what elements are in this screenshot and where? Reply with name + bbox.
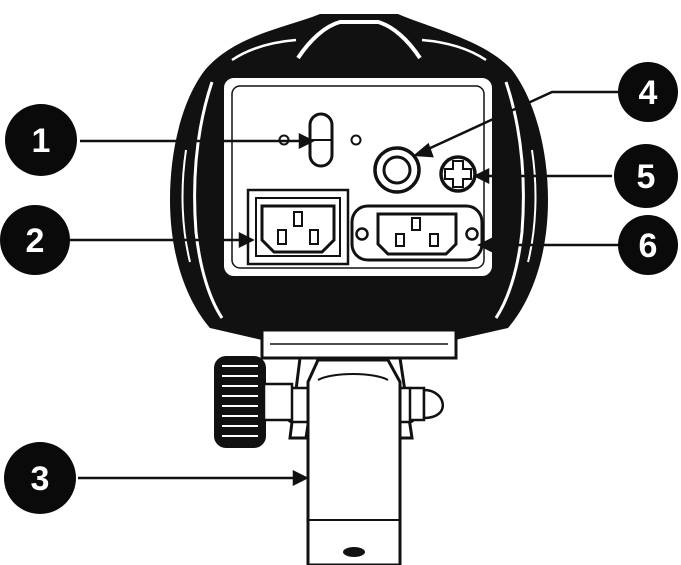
callout-2-number: 2 [26, 222, 45, 260]
callout-5: 5 [614, 144, 678, 208]
callout-1: 1 [5, 104, 77, 176]
housing-top-left-fin [231, 38, 297, 62]
housing-right-ridge [494, 81, 525, 319]
switch-right-dot [350, 134, 362, 146]
leader-3-arrow [292, 469, 309, 487]
ac-inlet-left[interactable] [246, 188, 350, 266]
callout-badges: 1 2 3 4 5 6 [0, 62, 678, 514]
inlet-left-pin-left [277, 229, 287, 245]
ac-inlet-right[interactable] [350, 204, 484, 262]
round-button[interactable] [373, 146, 421, 194]
side-cap [408, 386, 445, 422]
inlet-right-screw-left [355, 227, 369, 241]
housing-top-ridge [296, 20, 422, 60]
leader-2-arrow [238, 231, 255, 249]
mount-tube-hole [343, 547, 365, 557]
inlet-right-pin-left [395, 233, 405, 247]
callout-3-number: 3 [31, 460, 50, 498]
callout-6-number: 6 [639, 227, 658, 265]
leader-4 [425, 90, 620, 152]
leader-4-arrow [412, 142, 434, 158]
stand-mount [214, 328, 458, 565]
callout-4: 4 [618, 62, 678, 122]
inlet-right-screw-right [465, 227, 479, 241]
housing-left-groove [181, 149, 191, 263]
callout-6: 6 [618, 215, 678, 275]
inlet-right-pin-top [411, 217, 421, 231]
callout-5-number: 5 [637, 158, 656, 196]
housing-right-groove [527, 149, 537, 263]
callout-4-number: 4 [639, 74, 658, 112]
cross-knob-plus [444, 160, 472, 188]
callout-1-number: 1 [32, 122, 51, 160]
inlet-left-pin-right [309, 229, 319, 245]
inlet-right-pin-right [429, 233, 439, 247]
leader-1-arrow [298, 132, 315, 150]
callout-2: 2 [0, 205, 70, 275]
inlet-left-pin-top [293, 211, 303, 227]
tilt-lock-knob[interactable] [214, 356, 294, 448]
leader-lines [70, 90, 622, 487]
round-button-inner [382, 155, 412, 185]
callout-3: 3 [4, 442, 76, 514]
leader-5-arrow [473, 167, 490, 185]
knob-body [214, 356, 266, 448]
housing-left-ridge [193, 81, 224, 319]
knob-collar [262, 382, 294, 422]
mount-tube [306, 358, 402, 565]
cross-knob[interactable] [439, 155, 477, 193]
mount-tube-top-curve [317, 373, 389, 381]
housing-top-right-fin [421, 38, 487, 62]
leader-6-arrow [477, 236, 494, 254]
